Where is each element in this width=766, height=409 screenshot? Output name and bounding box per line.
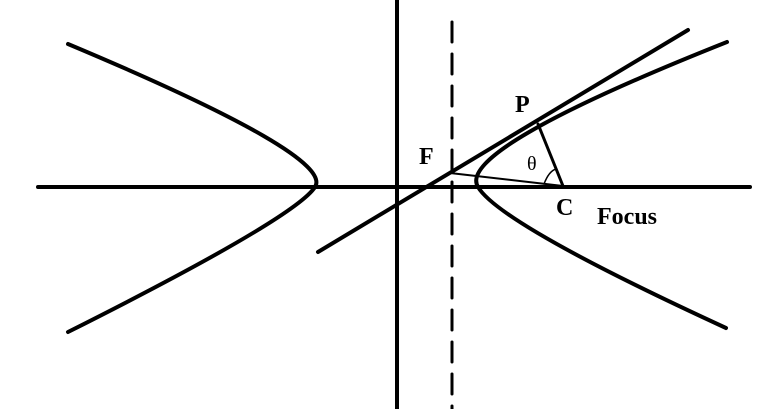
right-hyperbola-branch bbox=[474, 40, 729, 330]
tangent-line bbox=[316, 28, 690, 254]
label-focus: Focus bbox=[597, 204, 657, 230]
label-c: C bbox=[556, 195, 573, 221]
label-p: P bbox=[515, 92, 530, 118]
left-hyperbola-branch bbox=[66, 42, 319, 334]
segment-pc bbox=[536, 122, 565, 188]
label-theta: θ bbox=[527, 153, 537, 175]
angle-arc bbox=[543, 168, 557, 185]
label-f: F bbox=[419, 144, 434, 170]
